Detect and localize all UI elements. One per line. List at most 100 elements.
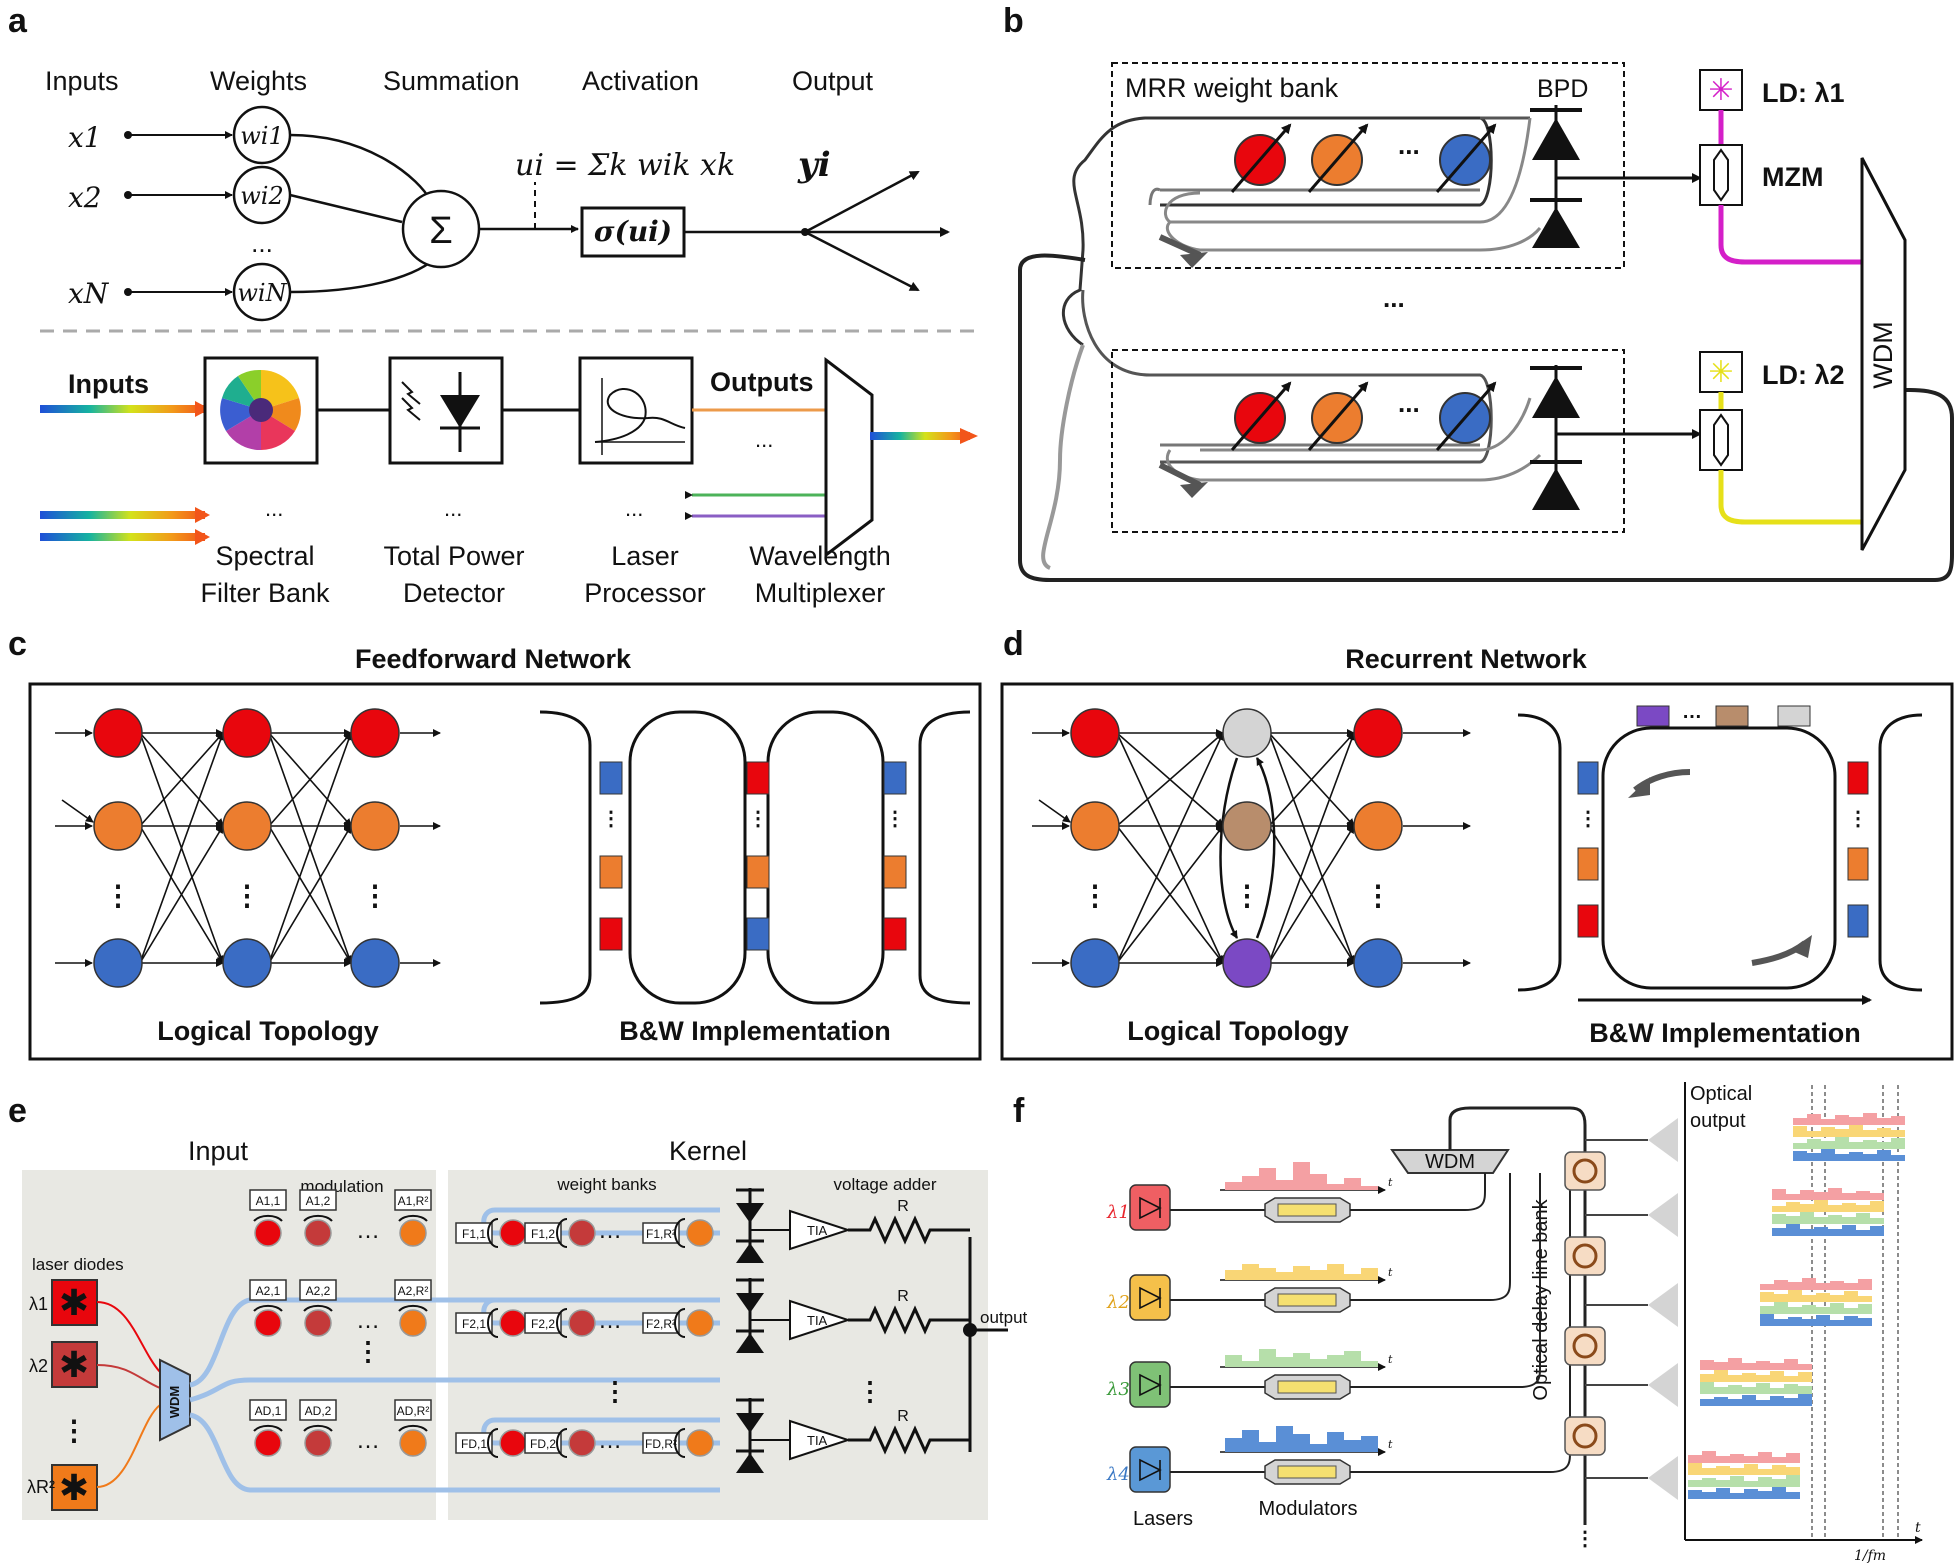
svg-text:t: t [1388,1438,1393,1451]
ff-node [350,801,400,851]
detector-ellipsis: ... [444,496,462,521]
filter-label: F1,2 [531,1227,555,1241]
ff-bw-rings: ⋮ ⋮ ⋮ [539,710,971,1005]
input-rainbow-2 [40,511,205,519]
bpd-1 [1530,105,1702,248]
svg-text:…: … [1682,701,1702,723]
modulator-label: A2,1 [256,1284,281,1298]
header-weights: Weights [210,66,307,96]
panel-b: b MRR weight bank BPD ... ... [1003,2,1954,582]
filter-label: FD,2 [530,1437,556,1451]
svg-text:✳: ✳ [1708,355,1733,390]
filter-label: F1,R² [646,1227,676,1241]
weight-label-1: wi1 [240,122,284,150]
input-rainbow-3 [40,533,205,541]
svg-text:⋮: ⋮ [1575,1528,1595,1550]
input-rows: x1 x2 xN [68,121,233,310]
mzm-label: MZM [1762,162,1823,192]
svg-text:…: … [598,1307,622,1334]
bpd-2 [1530,365,1702,510]
ld2-label: LD: λ2 [1762,360,1845,390]
svg-text:⋮: ⋮ [857,1376,883,1406]
comp-label-1a: Spectral [215,541,314,571]
panel-e: e Input Kernel modulation weight banks v… [8,1092,1028,1520]
svg-text:…: … [356,1427,380,1454]
svg-text:⋮: ⋮ [1848,808,1868,830]
weight-nodes: wi1 wi2 wiN ... [232,105,292,322]
comp-label-1b: Filter Bank [200,578,330,608]
e-wdm-label: WDM [167,1386,182,1419]
wdm-label: WDM [1868,321,1898,388]
comp-label-3b: Processor [584,578,706,608]
outputs-ellipsis: ... [755,427,773,452]
svg-text:⋮: ⋮ [355,1336,381,1366]
svg-text:⋮: ⋮ [1233,880,1261,911]
header-summation: Summation [383,66,520,96]
ff-node [350,938,400,988]
comp-label-2a: Total Power [383,541,524,571]
time-axis-label: t [1915,1520,1921,1536]
laser-lambda-label: λ3 [1106,1379,1130,1400]
recurrent-title: Recurrent Network [1345,644,1588,674]
input-x2: x2 [68,181,102,214]
svg-text:…: … [598,1427,622,1454]
modulator-label: AD,2 [305,1404,332,1418]
modulators-label: Modulators [1259,1498,1358,1520]
wdm-demux [159,1358,191,1442]
ff-node [350,708,400,758]
laser-lambda-label: λ4 [1106,1464,1130,1485]
color-wheel-icon [220,369,301,451]
filter-label: F2,2 [531,1317,555,1331]
period-label: 1/fm [1854,1548,1886,1564]
svg-text:t: t [1388,1176,1393,1189]
svg-text:✱: ✱ [59,1468,89,1509]
output-rainbow [870,432,970,440]
mzm-2 [1699,409,1743,471]
svg-text:⋮: ⋮ [60,1415,88,1446]
rn-node [1222,801,1272,851]
svg-text:t: t [1388,1266,1393,1279]
voltage-adder-label: voltage adder [833,1175,936,1194]
svg-text:⋮: ⋮ [602,1376,628,1406]
modulator-label: A1,1 [256,1194,281,1208]
weight-label-2: wi2 [240,182,284,210]
photodiode-icon [401,372,480,452]
svg-text:✳: ✳ [1708,73,1733,108]
ff-node [93,708,143,758]
f-wdm-label: WDM [1425,1151,1475,1173]
f-wdm-block [1390,1149,1510,1174]
rn-node [1070,938,1120,988]
optical-output-label-2: output [1690,1110,1746,1132]
delay-output-rows [1564,1113,1905,1500]
rn-node [1353,801,1403,851]
panel-f: f WDM ⋮ Optical delay line bank λ1tλ2tλ3… [1013,1082,1923,1564]
panel-letter-e: e [8,1092,27,1130]
wavelength-multiplexer-shape [824,356,874,559]
sum-symbol: Σ [429,210,453,252]
input-xN: xN [68,277,110,310]
header-inputs: Inputs [45,66,119,96]
svg-text:…: … [356,1217,380,1244]
tia-label: TIA [807,1223,828,1238]
laser-processor-box [578,356,694,465]
magenta-waveguide [1718,205,1862,265]
filter-label: F2,1 [462,1317,486,1331]
wdm-multiplexer [1860,157,1907,551]
bottom-inputs-label: Inputs [68,369,149,399]
kernel-title: Kernel [669,1136,747,1166]
mzm-1 [1699,144,1743,206]
rn-bw-rings: ⋮ ⋮ … [1517,701,1923,1005]
svg-text:⋮: ⋮ [104,880,132,911]
weight-label-n: wiN [237,279,287,307]
svg-text:…: … [598,1217,622,1244]
panel-a: a Inputs Weights Summation Activation Ou… [8,2,978,608]
rn-node [1353,708,1403,758]
ring-ellipsis-1: ... [1398,130,1420,160]
output-y: yi [797,145,831,185]
tia-label: TIA [807,1433,828,1448]
resistor-label: R [897,1408,909,1425]
rn-node [1070,801,1120,851]
resistor-label: R [897,1288,909,1305]
